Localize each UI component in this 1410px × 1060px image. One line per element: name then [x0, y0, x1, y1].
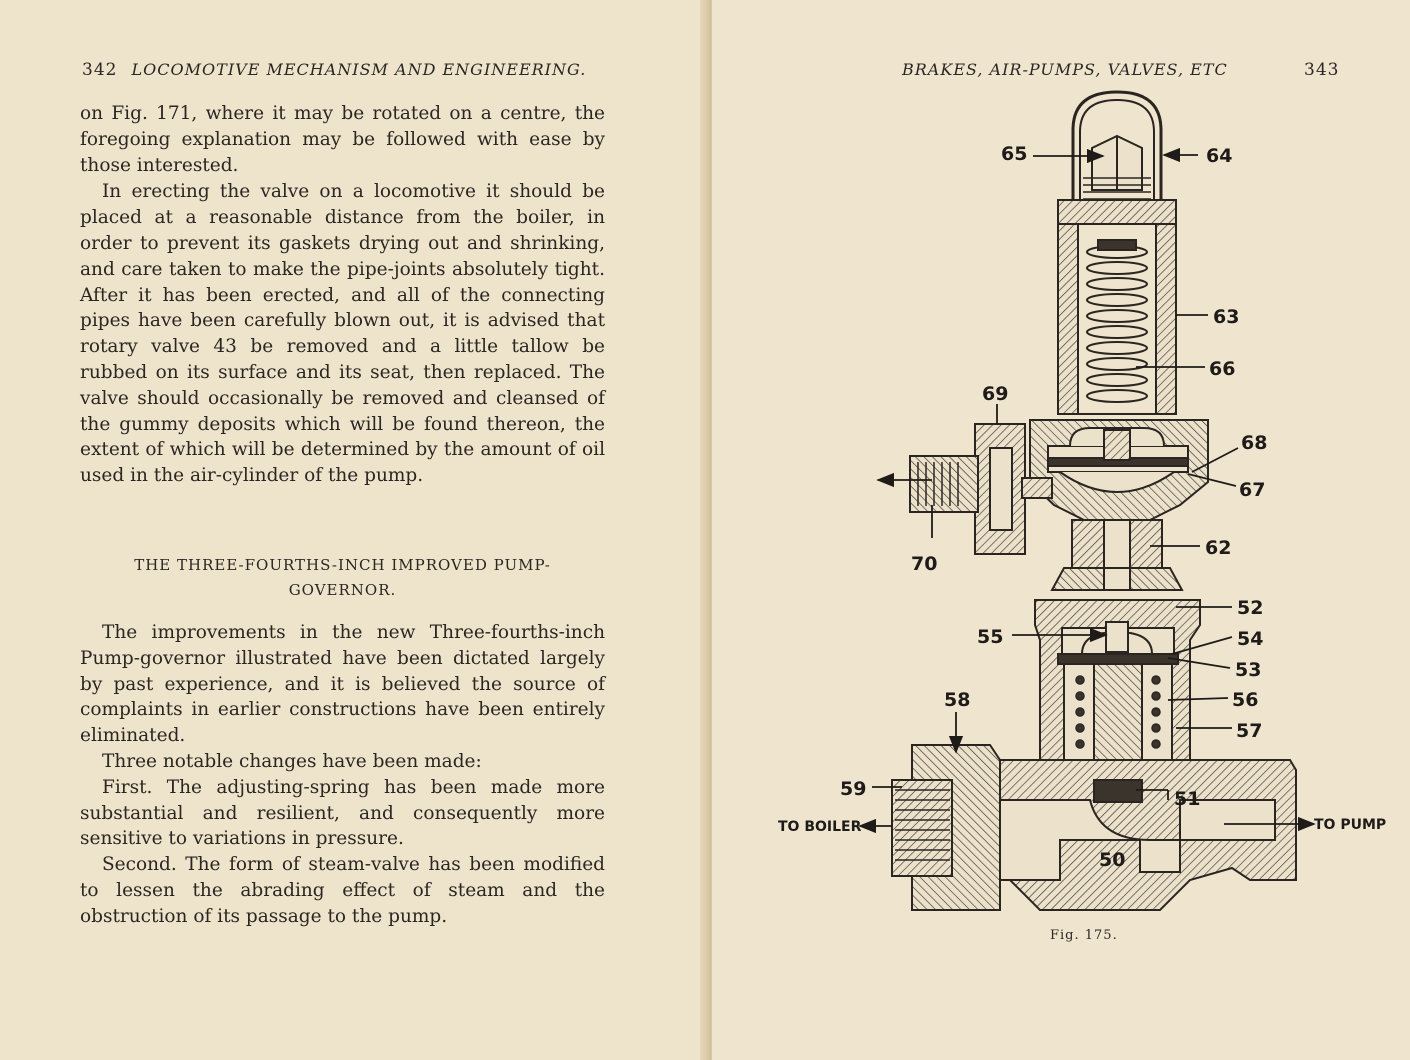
paragraph: In erecting the valve on a locomotive it… — [80, 181, 605, 487]
callout-57: 57 — [1236, 720, 1262, 742]
paragraph: First. The adjusting-spring has been mad… — [80, 776, 605, 850]
section-heading: THE THREE-FOURTHS-INCH IMPROVED PUMP- GO… — [80, 553, 605, 603]
left-page-number: 342 — [82, 60, 118, 80]
callout-55: 55 — [977, 626, 1003, 648]
left-running-title: LOCOMOTIVE MECHANISM AND ENGINEERING. — [131, 60, 587, 79]
callout-63: 63 — [1213, 306, 1239, 328]
to-boiler-label: TO BOILER — [778, 819, 862, 835]
callout-58: 58 — [944, 689, 970, 711]
callout-52: 52 — [1237, 597, 1263, 619]
paragraph: The improvements in the new Three-fourth… — [80, 622, 605, 747]
left-text-block-2: The improvements in the new Three-fourth… — [80, 620, 605, 930]
callout-50: 50 — [1099, 849, 1125, 871]
right-running-title: BRAKES, AIR-PUMPS, VALVES, ETC — [902, 60, 1228, 79]
callout-67: 67 — [1239, 479, 1265, 501]
callout-59: 59 — [840, 778, 866, 800]
callout-68: 68 — [1241, 432, 1267, 454]
callout-65: 65 — [1001, 143, 1027, 165]
section-heading-line: GOVERNOR. — [288, 581, 397, 599]
to-pump-label: TO PUMP — [1314, 817, 1386, 833]
right-page-number-wrap: 343 — [1304, 60, 1339, 80]
callout-69: 69 — [982, 383, 1008, 405]
left-page: 342 LOCOMOTIVE MECHANISM AND ENGINEERING… — [80, 60, 605, 930]
callout-66: 66 — [1209, 358, 1235, 380]
paragraph: Three notable changes have been made: — [102, 750, 482, 772]
right-running-head: BRAKES, AIR-PUMPS, VALVES, ETC — [902, 60, 1228, 79]
section-heading-line: THE THREE-FOURTHS-INCH IMPROVED PUMP- — [134, 556, 551, 574]
callout-70: 70 — [911, 553, 937, 575]
left-text-block-1: on Fig. 171, where it may be rotated on … — [80, 101, 605, 489]
callout-54: 54 — [1237, 628, 1263, 650]
left-running-head: 342 LOCOMOTIVE MECHANISM AND ENGINEERING… — [82, 60, 586, 80]
callout-64: 64 — [1206, 145, 1232, 167]
callout-62: 62 — [1205, 537, 1231, 559]
paragraph: Second. The form of steam-valve has been… — [80, 854, 605, 927]
callout-56: 56 — [1232, 689, 1258, 711]
paragraph: on Fig. 171, where it may be rotated on … — [80, 103, 605, 176]
callout-53: 53 — [1235, 659, 1261, 681]
callout-51: 51 — [1174, 788, 1200, 810]
right-page-number: 343 — [1304, 60, 1340, 80]
figure-caption: Fig. 175. — [1050, 928, 1118, 943]
